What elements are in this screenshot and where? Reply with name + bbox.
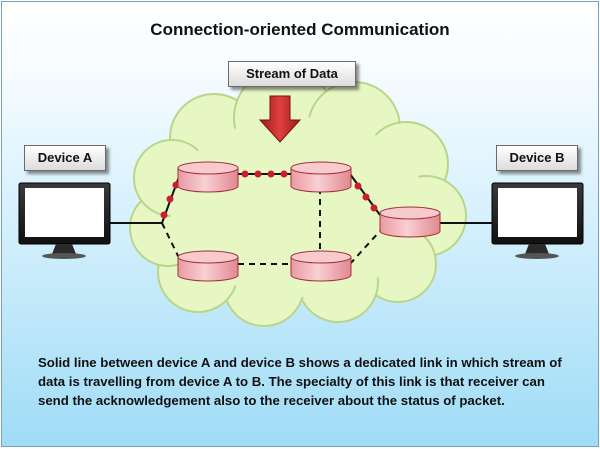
router-node xyxy=(290,161,352,193)
packet-dot xyxy=(166,195,174,203)
packet-dot xyxy=(267,170,275,178)
down-arrow-icon xyxy=(258,95,302,143)
router-node xyxy=(379,206,441,238)
packet-dot xyxy=(280,170,288,178)
packet-dot xyxy=(354,182,362,190)
description-caption: Solid line between device A and device B… xyxy=(38,355,562,408)
router-node xyxy=(177,250,239,282)
monitor-icon-device-a xyxy=(18,182,111,259)
packet-dot xyxy=(160,211,168,219)
router-node xyxy=(177,161,239,193)
network-cloud xyxy=(129,67,467,327)
device-b-label: Device B xyxy=(496,145,578,171)
diagram-title: Connection-oriented Communication xyxy=(150,20,450,39)
packet-dot xyxy=(362,193,370,201)
device-a-label: Device A xyxy=(24,145,106,171)
monitor-icon-device-b xyxy=(491,182,584,259)
packet-dot xyxy=(254,170,262,178)
packet-dot xyxy=(241,170,249,178)
dashed-link xyxy=(349,230,381,265)
packet-dot xyxy=(370,204,378,212)
router-node xyxy=(290,250,352,282)
stream-of-data-label: Stream of Data xyxy=(228,61,356,87)
